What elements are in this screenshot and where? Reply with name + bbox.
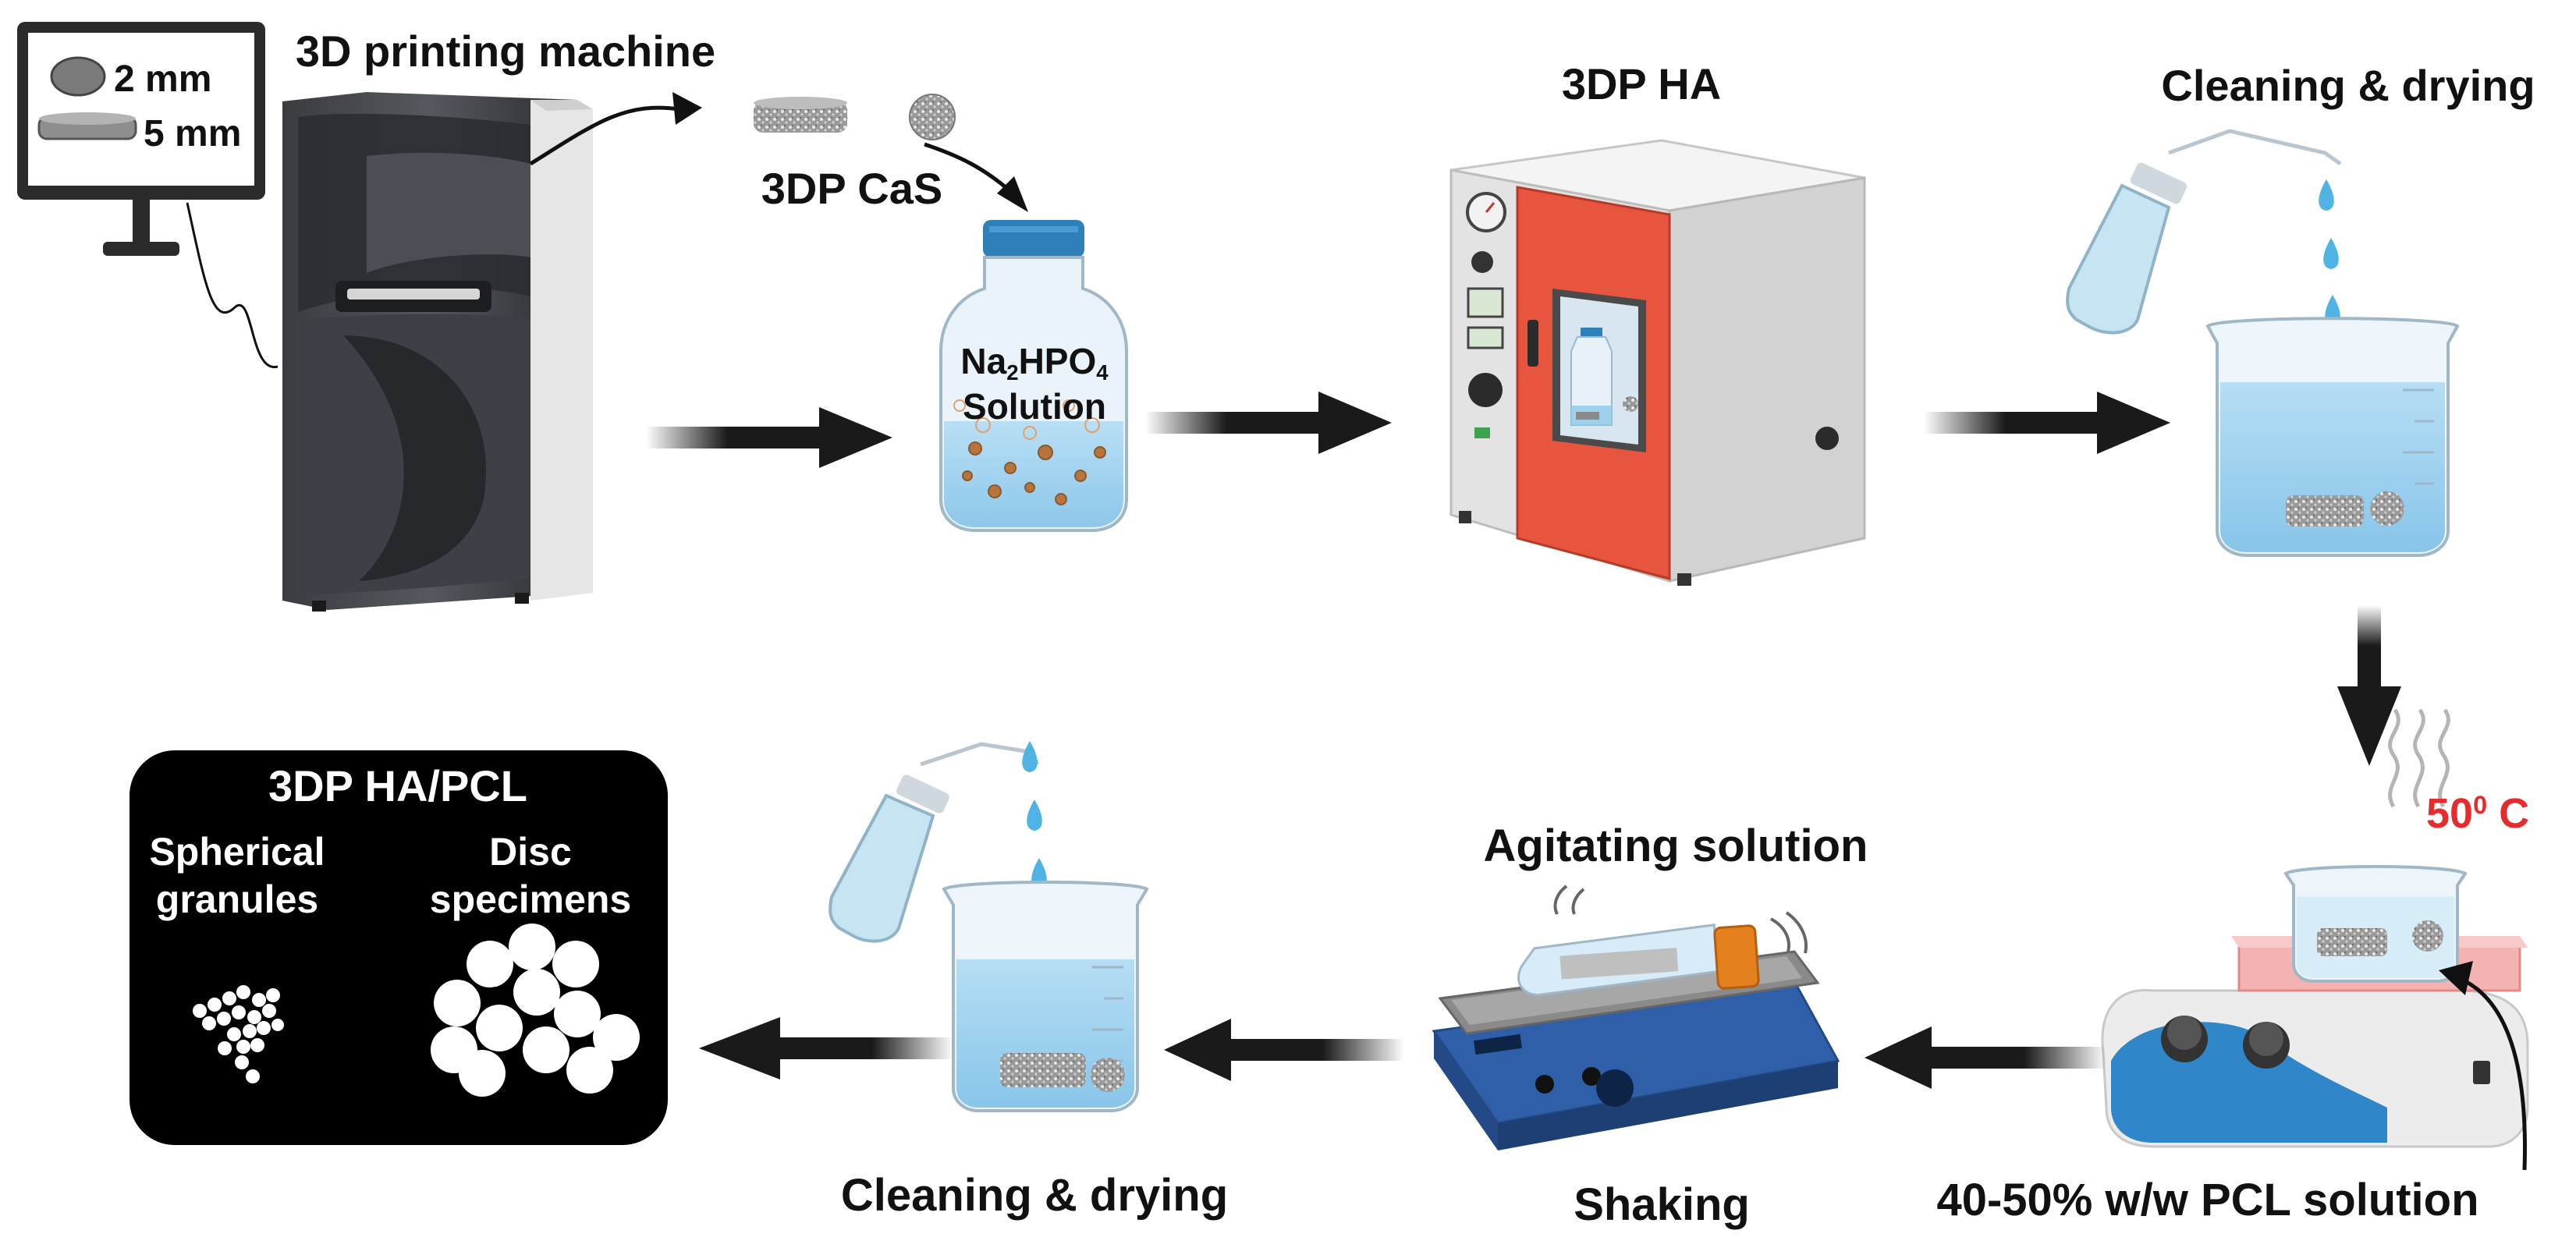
water-drops-2 <box>1022 741 1047 889</box>
cable-line <box>186 202 279 368</box>
wash-bottle-icon-1 <box>2066 129 2342 335</box>
flow-arrow-beaker-down <box>2337 605 2401 766</box>
shaker-icon <box>1432 885 1840 1150</box>
flow-arrow-shaker-to-beaker <box>1164 1019 1404 1081</box>
cleaning-drying-label-1: Cleaning & drying <box>2161 61 2535 110</box>
cleaning-drying-label-2: Cleaning & drying <box>840 1170 1229 1221</box>
beaker-icon-2 <box>942 881 1149 1112</box>
pcl-pointer-arrow <box>2464 979 2527 1171</box>
size-5mm-label: 5 mm <box>144 113 242 154</box>
water-drops-1 <box>2319 179 2340 326</box>
pcl-pointer-arrowhead <box>2439 961 2473 995</box>
temp-value: 50 <box>2426 790 2474 837</box>
solution-sub-4: 4 <box>1096 360 1109 385</box>
ha-label: 3DP HA <box>1561 59 1722 108</box>
solution-sub-2: 2 <box>1006 360 1019 385</box>
cas-disc-icon <box>754 97 847 133</box>
solution-na-text: Na <box>960 341 1007 381</box>
cas-to-bottle-arrow <box>924 142 1012 193</box>
flow-arrow-beaker-to-result <box>699 1017 953 1080</box>
temp-unit: C <box>2487 790 2530 837</box>
size-2mm-label: 2 mm <box>114 58 212 100</box>
temp-superscript: 0 <box>2473 791 2488 820</box>
solution-bottle-icon <box>939 220 1128 532</box>
agitating-solution-label: Agitating solution <box>1483 821 1868 871</box>
printer-output-arrow <box>529 105 679 166</box>
pcl-solution-label: 40-50% w/w PCL solution <box>1936 1175 2479 1225</box>
cas-sphere-icon <box>909 94 956 140</box>
spherical-granules-label: Spherical granules <box>149 830 325 921</box>
cas-label: 3DP CaS <box>761 164 943 213</box>
beaker-icon-1 <box>2205 317 2460 557</box>
printer-output-arrowhead <box>672 92 702 125</box>
flow-arrow-printer-to-bottle <box>646 407 892 468</box>
temperature-label: 500 C <box>2426 792 2529 835</box>
flow-arrow-bottle-to-oven <box>1145 392 1392 454</box>
flow-arrow-oven-to-beaker <box>1924 392 2170 454</box>
solution-formula-label: Na2HPO4 <box>960 341 1108 383</box>
monitor-icon <box>17 22 265 256</box>
oven-icon <box>1449 139 1866 586</box>
printer-label: 3D printing machine <box>295 27 716 76</box>
spherical-granules-icon <box>193 985 284 1083</box>
disc-specimens-label: Disc specimens <box>429 830 632 921</box>
flow-arrow-hotplate-to-shaker <box>1865 1026 2106 1089</box>
steam-lines <box>2388 708 2450 808</box>
printer-icon <box>282 92 593 612</box>
solution-word-label: Solution <box>963 386 1106 427</box>
shaking-label: Shaking <box>1574 1179 1750 1230</box>
result-title: 3DP HA/PCL <box>268 761 527 810</box>
hotplate-icon <box>2101 865 2529 1148</box>
solution-hpo-text: HPO <box>1018 341 1097 381</box>
cas-to-bottle-arrowhead <box>997 176 1028 212</box>
disc-specimens-icon <box>431 924 640 1097</box>
